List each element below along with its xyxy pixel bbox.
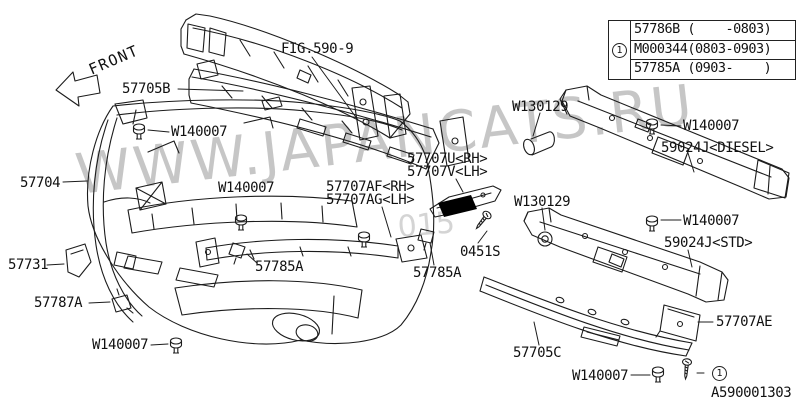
bracket-57731 bbox=[65, 243, 92, 278]
part-label-pn-W140007-1[interactable]: W140007 bbox=[171, 124, 228, 140]
part-label-pn-W140007-2[interactable]: W140007 bbox=[218, 180, 275, 196]
part-label-pn-57707V[interactable]: 57707V<LH> bbox=[407, 164, 488, 180]
part-label-pn-57785A-2[interactable]: 57785A bbox=[413, 265, 462, 281]
clip-57785A-2 bbox=[417, 228, 435, 251]
under-cover-std-59024J bbox=[523, 207, 729, 303]
bracket-57707AE bbox=[655, 304, 701, 342]
part-label-pn-59024J-std[interactable]: 59024J<STD> bbox=[664, 235, 753, 251]
lower-skirt-57705C bbox=[479, 276, 693, 357]
part-label-pn-W130129-1[interactable]: W130129 bbox=[512, 99, 569, 115]
drawing-code: A590001303 bbox=[711, 385, 792, 400]
legend-table: 1 57786B ( -0803)M000344(0803-0903)57785… bbox=[608, 20, 796, 80]
front-arrow bbox=[55, 71, 101, 107]
part-label-pn-W130129-2[interactable]: W130129 bbox=[514, 194, 571, 210]
part-label-pn-57785A-1[interactable]: 57785A bbox=[255, 259, 304, 275]
part-label-pn-W140007-6[interactable]: W140007 bbox=[572, 368, 629, 384]
bolt-W140007-4 bbox=[645, 215, 659, 232]
side-rail-57707AF-AG bbox=[195, 234, 428, 268]
leader-lines bbox=[46, 56, 714, 376]
legend-rows: 57786B ( -0803)M000344(0803-0903)57785A … bbox=[631, 21, 795, 79]
energy-absorber-57705B bbox=[188, 59, 470, 170]
part-label-pn-57705B[interactable]: 57705B bbox=[122, 81, 171, 97]
bolt-W140007-6 bbox=[651, 366, 665, 383]
part-label-pn-W140007-5[interactable]: W140007 bbox=[92, 337, 149, 353]
part-label-pn-57704[interactable]: 57704 bbox=[20, 175, 61, 191]
clip-57785A-1 bbox=[228, 242, 246, 265]
bolt-W140007-5 bbox=[169, 337, 183, 354]
part-label-pn-W140007-3[interactable]: W140007 bbox=[683, 118, 740, 134]
part-label-fig-ref[interactable]: FIG.590-9 bbox=[281, 41, 354, 57]
clip-57787A bbox=[111, 288, 134, 314]
horn-clip-W130129-1 bbox=[523, 131, 555, 156]
part-label-pn-57707AE[interactable]: 57707AE bbox=[716, 314, 773, 330]
part-label-pn-0451S[interactable]: 0451S bbox=[460, 244, 501, 260]
legend-ref-circle: 1 bbox=[612, 42, 627, 58]
part-label-pn-W140007-4[interactable]: W140007 bbox=[683, 213, 740, 229]
legend-row-1[interactable]: M000344(0803-0903) bbox=[631, 41, 795, 61]
bolt-mid bbox=[357, 231, 371, 248]
part-label-pn-57787A[interactable]: 57787A bbox=[34, 295, 83, 311]
part-label-pn-59024J-diesel[interactable]: 59024J<DIESEL> bbox=[661, 140, 774, 156]
part-label-pn-57731[interactable]: 57731 bbox=[8, 257, 49, 273]
screw-ref-1 bbox=[680, 357, 693, 380]
legend-row-2[interactable]: 57785A (0903- ) bbox=[634, 60, 772, 77]
screw-0451S bbox=[472, 209, 494, 232]
legend-row-0[interactable]: 57786B ( -0803) bbox=[631, 21, 795, 41]
fastener-ref-circle: 1 bbox=[712, 366, 727, 381]
part-label-pn-57707U[interactable]: 57707U<RH> bbox=[407, 151, 488, 167]
legend-ref-cell: 1 bbox=[609, 21, 631, 79]
dashed-assembly-lines bbox=[122, 97, 686, 361]
part-label-pn-57707AF[interactable]: 57707AF<RH> bbox=[326, 179, 415, 195]
reinforcement-beam-fig590 bbox=[180, 13, 411, 141]
under-cover-diesel-59024J bbox=[559, 85, 790, 200]
part-label-pn-57705C[interactable]: 57705C bbox=[513, 345, 562, 361]
bumper-face-57704 bbox=[86, 96, 435, 345]
part-label-pn-57707AG[interactable]: 57707AG<LH> bbox=[326, 192, 415, 208]
